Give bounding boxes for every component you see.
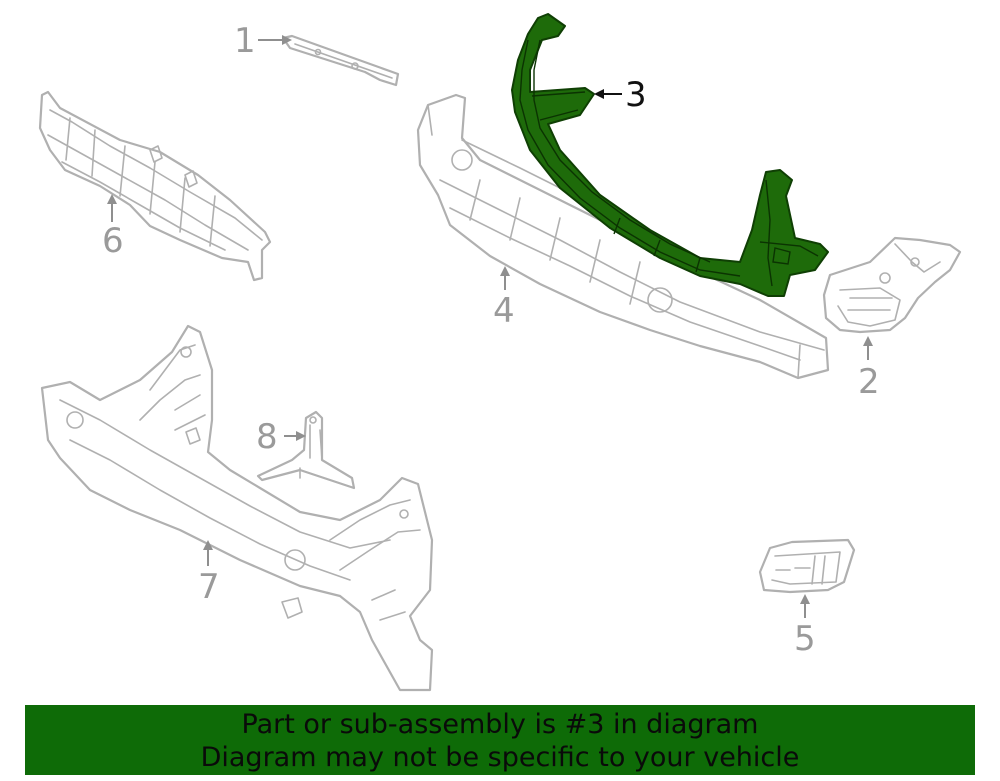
callout-1-arrow <box>282 35 292 45</box>
callout-6-label: 6 <box>102 221 124 261</box>
callout-6-arrow <box>107 194 117 204</box>
callout-7-arrow <box>203 540 213 550</box>
part-6-air-deflector[interactable] <box>38 90 272 282</box>
part-5-grille-insert[interactable] <box>758 538 856 594</box>
callout-3-label: 3 <box>625 75 647 115</box>
callout-7-label: 7 <box>198 567 220 607</box>
callout-4-label: 4 <box>493 291 515 331</box>
part-3-absorber-bracket[interactable] <box>511 13 829 297</box>
banner-line-disclaimer: Diagram may not be specific to your vehi… <box>200 742 800 773</box>
part-8-support-bracket[interactable] <box>256 410 356 490</box>
callout-5-label: 5 <box>794 619 816 659</box>
callout-5-arrow <box>800 594 810 604</box>
banner-line-part: Part or sub-assembly is #3 in diagram <box>241 709 759 740</box>
part-7-radiator-support[interactable] <box>40 324 434 692</box>
part-2-right-bracket[interactable] <box>822 236 962 334</box>
callout-4-arrow <box>500 266 510 276</box>
info-banner: Part or sub-assembly is #3 in diagram Di… <box>25 705 975 775</box>
callout-8-label: 8 <box>256 417 278 457</box>
part-1-reinforcement[interactable] <box>281 34 400 87</box>
callout-1-label: 1 <box>234 21 256 61</box>
callout-2-label: 2 <box>858 362 880 402</box>
callout-8-arrow <box>296 431 306 441</box>
callout-3-arrow <box>594 89 604 99</box>
callout-2-arrow <box>863 336 873 346</box>
